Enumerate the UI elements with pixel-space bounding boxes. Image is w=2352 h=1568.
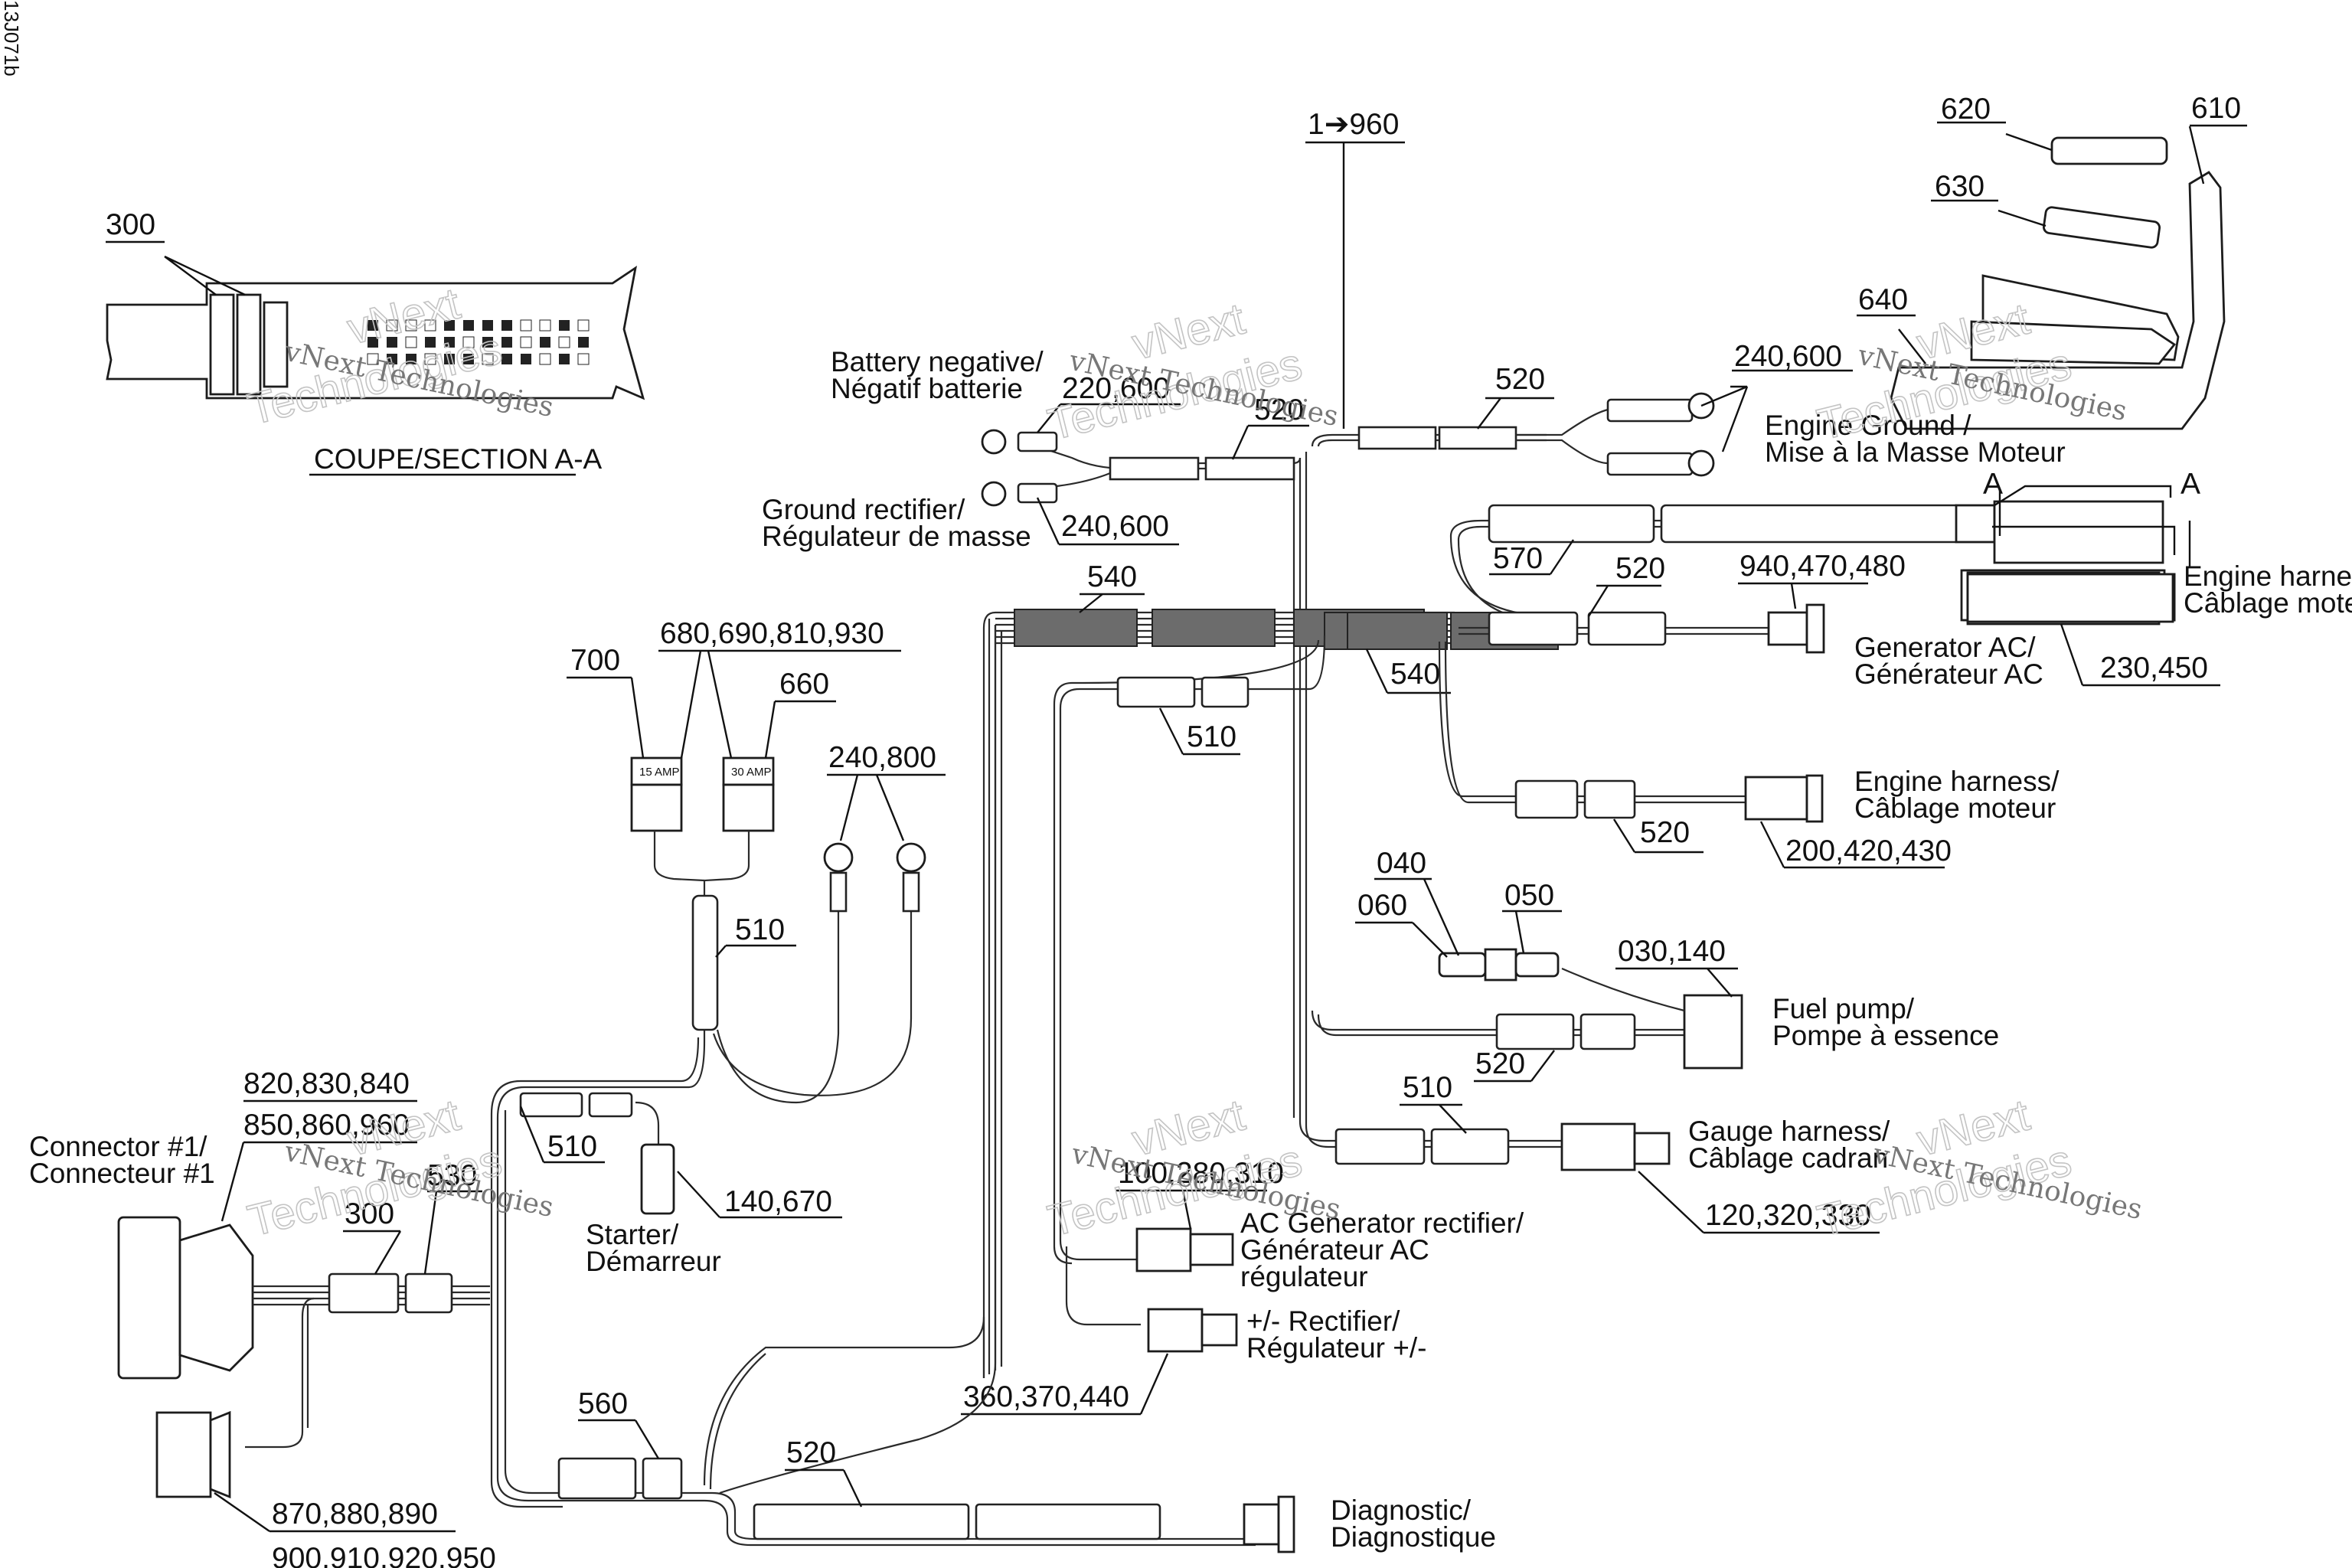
pin-grid [367,319,590,365]
ground-rectifier-fr: Régulateur de masse [762,521,1031,552]
ref-040: 040 [1377,847,1426,880]
ref-050: 050 [1504,879,1554,912]
fuel-pump-en: Fuel pump/ [1772,993,1915,1024]
engine-harness-mid-fr: Câblage moteur [1854,792,2056,824]
battery-ground-branch: Battery negative/ Négatif batterie 220,6… [762,346,1309,552]
ref-610: 610 [2191,92,2241,125]
ref-060: 060 [1357,889,1407,922]
engine-ground-en: Engine Ground / [1765,410,1971,441]
ref-520-c: 520 [1615,552,1665,585]
engine-harness-mid-en: Engine harness/ [1854,766,2060,797]
ref-510-b: 510 [1187,720,1236,753]
fuse-block: 15 AMP 30 AMP 700 680,690,810,930 660 24… [567,617,946,1104]
ref-570: 570 [1493,542,1543,575]
ref-100-280-310: 100,280,310 [1118,1157,1284,1190]
ref-510-d: 510 [547,1130,597,1163]
generator-ac-branch: 520 940,470,480 Generator AC/ Générateur… [1459,550,2043,690]
section-a-left: A [1983,468,2003,501]
starter-branch: Starter/ Démarreur 140,670 510 [490,1037,842,1508]
connector1-fr: Connecteur #1 [29,1158,215,1189]
ref-300-bottom: 300 [345,1197,394,1230]
ref-680-690-810-930: 680,690,810,930 [660,617,884,650]
battery-negative-en: Battery negative/ [831,346,1044,377]
ref-520-a: 520 [1254,394,1304,426]
ref-510-a: 510 [735,913,785,946]
section-a-a-detail: 300 COUPE/SECTION A-A [106,208,645,476]
ref-300-top: 300 [106,208,155,241]
generator-ac-en: Generator AC/ [1854,632,2036,663]
ref-510-c: 510 [1403,1071,1452,1104]
rectifier-pm-en: +/- Rectifier/ [1246,1305,1400,1337]
ref-520-b: 520 [1495,363,1545,396]
fuel-pump-branch: Fuel pump/ Pompe à essence 040 060 050 0… [1311,847,1999,1083]
fuse-15-label: 15 AMP [639,766,680,779]
ref-120-320-330: 120,320,330 [1705,1199,1871,1232]
ref-240-600-b: 240,600 [1061,510,1169,543]
engine-harness-mid-branch: Engine harness/ Câblage moteur 520 200,4… [1438,641,2060,869]
ref-700: 700 [570,644,620,677]
ref-240-600-a: 240,600 [1734,340,1842,373]
section-a-right: A [2180,468,2200,501]
ref-820-830-840: 820,830,840 [243,1067,410,1100]
fuse-30-label: 30 AMP [731,766,772,779]
diagnostic-fr: Diagnostique [1331,1521,1496,1553]
engine-ground-fr: Mise à la Masse Moteur [1765,436,2066,468]
ref-900-910-920-950: 900,910,920,950 [272,1542,496,1568]
ref-850-860-960: 850,860,960 [243,1109,410,1142]
connector1-en: Connector #1/ [29,1131,207,1162]
section-title: COUPE/SECTION A-A [314,443,603,475]
rectifier-pm-fr: Régulateur +/- [1246,1332,1427,1364]
ref-140-670: 140,670 [724,1185,832,1218]
ref-520-e: 520 [1475,1047,1525,1080]
battery-negative-fr: Négatif batterie [831,373,1023,404]
ac-gen-rectifier-fr1: Générateur AC [1240,1234,1429,1266]
ref-540-a: 540 [1087,560,1137,593]
starter-fr: Démarreur [586,1246,721,1277]
ref-1-960: 1➔960 [1308,108,1399,141]
connector-1-group: 820,830,840 850,860,960 Connector #1/ Co… [29,1067,496,1568]
ref-660: 660 [779,668,829,701]
figure-code: 13J071b [0,0,23,77]
ref-200-420-430: 200,420,430 [1785,835,1952,867]
ref-870-880-890: 870,880,890 [272,1498,438,1530]
rectifier-branch: 510 100,280,310 AC Generator rectifier/ … [961,635,1524,1416]
ref-640: 640 [1858,283,1908,316]
engine-ground-branch: 240,600 Engine Ground / Mise à la Masse … [1357,340,2066,477]
diagnostic-branch: Diagnostic/ Diagnostique 560 520 [557,625,1496,1553]
main-trunk: 1➔960 [1292,108,1547,1125]
ref-030-140: 030,140 [1618,935,1726,968]
ref-560: 560 [578,1387,628,1420]
wrapped-harness-540: 540 540 [982,560,1559,1378]
ref-540-b: 540 [1390,658,1440,691]
starter-en: Starter/ [586,1219,679,1250]
ground-rectifier-en: Ground rectifier/ [762,494,965,525]
diagnostic-en: Diagnostic/ [1331,1494,1472,1526]
generator-ac-fr: Générateur AC [1854,658,2043,690]
ref-220-600: 220,600 [1062,372,1170,405]
ref-530: 530 [427,1159,477,1192]
ac-gen-rectifier-fr2: régulateur [1240,1261,1368,1292]
gauge-harness-fr: Câblage cadran [1688,1142,1888,1174]
gauge-harness-branch: Gauge harness/ Câblage cadran 510 120,32… [1298,1071,1890,1234]
ac-gen-rectifier-en: AC Generator rectifier/ [1240,1207,1524,1239]
ref-520-d: 520 [1640,816,1690,849]
engine-harness-top-en: Engine harness/ [2184,560,2352,592]
ref-360-370-440: 360,370,440 [963,1380,1129,1413]
ref-630: 630 [1935,170,1984,203]
ref-620: 620 [1941,93,1991,126]
ecu-connector-group: 620 630 610 640 [1857,92,2247,430]
ref-230-450: 230,450 [2100,652,2208,684]
engine-harness-top-fr: Câblage moteur [2184,587,2352,619]
ref-520-f: 520 [786,1436,836,1469]
ref-240-800: 240,800 [828,741,936,774]
fuel-pump-fr: Pompe à essence [1772,1020,1999,1051]
ref-940-470-480: 940,470,480 [1740,550,1906,583]
gauge-harness-en: Gauge harness/ [1688,1116,1890,1147]
